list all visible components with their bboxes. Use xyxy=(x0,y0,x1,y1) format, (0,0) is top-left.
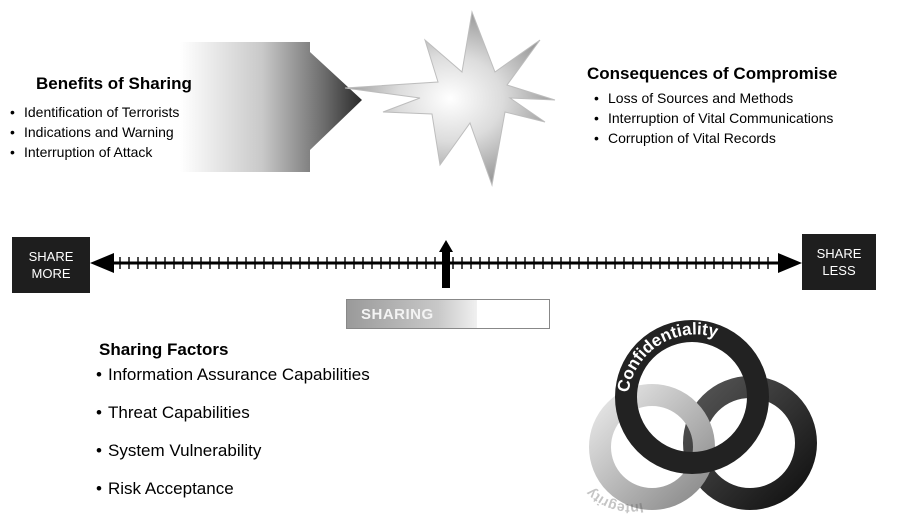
share-more-line2: MORE xyxy=(31,266,71,281)
sharing-indicator-fill xyxy=(347,300,477,328)
share-less-box: SHARE LESS xyxy=(802,234,876,290)
factors-item: Threat Capabilities xyxy=(96,394,496,432)
factors-item: Risk Acceptance xyxy=(96,470,496,508)
benefits-item: Interruption of Attack xyxy=(10,142,310,162)
benefits-item: Indications and Warning xyxy=(10,122,310,142)
sharing-scale xyxy=(90,240,802,288)
confidentiality-ring xyxy=(615,320,769,474)
share-more-box: SHARE MORE xyxy=(12,237,90,293)
consequences-item: Interruption of Vital Communications xyxy=(594,108,916,128)
scale-indicator xyxy=(439,240,453,288)
confidentiality-text: Confidentiality xyxy=(614,319,721,393)
consequences-item: Corruption of Vital Records xyxy=(594,128,916,148)
scale-arrowhead-left xyxy=(90,253,114,273)
integrity-ring xyxy=(589,384,715,510)
indicator-shaft xyxy=(442,250,450,288)
security-rings: Confidentiality Availability Integrity xyxy=(583,319,853,517)
indicator-arrowhead xyxy=(439,240,453,252)
share-less-line2: LESS xyxy=(822,263,856,278)
consequences-list: Loss of Sources and Methods Interruption… xyxy=(594,88,916,148)
benefits-list: Identification of Terrorists Indications… xyxy=(10,102,310,162)
factors-list: Information Assurance Capabilities Threa… xyxy=(96,356,496,508)
confidentiality-label: Confidentiality xyxy=(614,319,721,393)
starburst xyxy=(344,10,556,187)
share-more-line1: SHARE xyxy=(28,249,74,264)
share-less-line1: SHARE xyxy=(816,246,862,261)
factors-title: Sharing Factors xyxy=(99,340,229,359)
scale-arrowhead-right xyxy=(778,253,802,273)
factors-item: Information Assurance Capabilities xyxy=(96,356,496,394)
consequences-title: Consequences of Compromise xyxy=(587,64,838,83)
factors-item: System Vulnerability xyxy=(96,432,496,470)
sharing-indicator-text: SHARING xyxy=(361,306,434,323)
consequences-section: Consequences of Compromise Loss of Sourc… xyxy=(580,64,916,148)
scale-ticks xyxy=(119,257,769,269)
benefits-title: Benefits of Sharing xyxy=(36,74,192,93)
benefits-section: Benefits of Sharing Identification of Te… xyxy=(10,74,310,162)
sharing-indicator-label: SHARING xyxy=(346,299,550,329)
benefits-item: Identification of Terrorists xyxy=(10,102,310,122)
consequences-item: Loss of Sources and Methods xyxy=(594,88,916,108)
factors-section: Sharing Factors Information Assurance Ca… xyxy=(96,340,496,508)
